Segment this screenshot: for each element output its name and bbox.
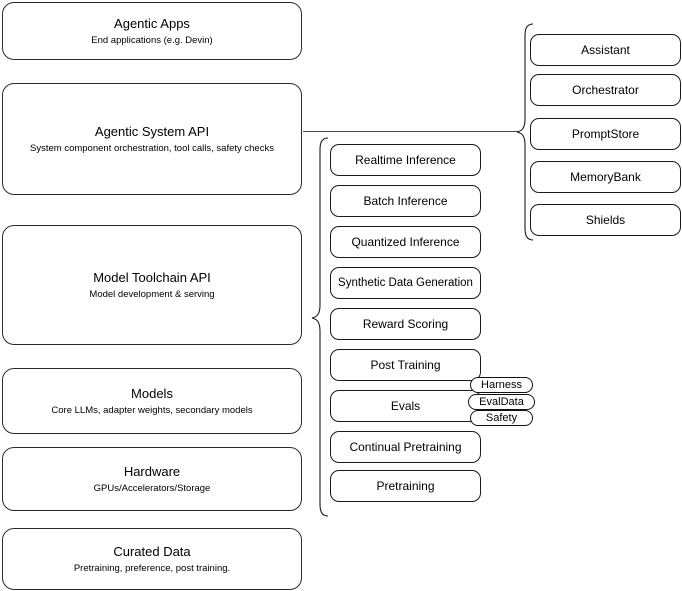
stack-layer-title: Agentic System API bbox=[94, 123, 210, 139]
evals-tag-safety[interactable]: Safety bbox=[470, 410, 533, 426]
component-orchestrator[interactable]: Orchestrator bbox=[530, 74, 681, 106]
component-memorybank[interactable]: MemoryBank bbox=[530, 161, 681, 193]
stack-layer-model-toolchain-api[interactable]: Model Toolchain API Model development & … bbox=[2, 225, 302, 345]
evals-tag-harness[interactable]: Harness bbox=[470, 377, 533, 393]
component-pretraining[interactable]: Pretraining bbox=[330, 470, 481, 502]
stack-layer-subtitle: System component orchestration, tool cal… bbox=[30, 142, 274, 154]
component-shields[interactable]: Shields bbox=[530, 204, 681, 236]
component-batch-inference[interactable]: Batch Inference bbox=[330, 185, 481, 217]
stack-layer-curated-data[interactable]: Curated Data Pretraining, preference, po… bbox=[2, 528, 302, 590]
stack-layer-models[interactable]: Models Core LLMs, adapter weights, secon… bbox=[2, 368, 302, 434]
stack-layer-subtitle: Pretraining, preference, post training. bbox=[73, 562, 231, 574]
component-quantized-inference[interactable]: Quantized Inference bbox=[330, 226, 481, 258]
evals-tag-evaldata[interactable]: EvalData bbox=[468, 394, 535, 410]
stack-layer-hardware[interactable]: Hardware GPUs/Accelerators/Storage bbox=[2, 447, 302, 511]
stack-layer-title: Model Toolchain API bbox=[93, 269, 211, 285]
component-post-training[interactable]: Post Training bbox=[330, 349, 481, 381]
component-promptstore[interactable]: PromptStore bbox=[530, 118, 681, 150]
component-synthetic-data-generation[interactable]: Synthetic Data Generation bbox=[330, 267, 481, 299]
stack-layer-subtitle: Core LLMs, adapter weights, secondary mo… bbox=[51, 404, 253, 416]
component-assistant[interactable]: Assistant bbox=[530, 34, 681, 66]
component-realtime-inference[interactable]: Realtime Inference bbox=[330, 144, 481, 176]
stack-layer-title: Curated Data bbox=[113, 543, 191, 559]
brace-toolchain-components bbox=[311, 137, 329, 517]
stack-layer-title: Hardware bbox=[123, 463, 181, 479]
stack-layer-agentic-system-api[interactable]: Agentic System API System component orch… bbox=[2, 83, 302, 195]
stack-layer-subtitle: Model development & serving bbox=[89, 288, 215, 300]
component-evals[interactable]: Evals bbox=[330, 390, 481, 422]
connector-agentic-system-to-components bbox=[303, 131, 518, 132]
stack-layer-title: Models bbox=[131, 385, 173, 401]
component-reward-scoring[interactable]: Reward Scoring bbox=[330, 308, 481, 340]
component-continual-pretraining[interactable]: Continual Pretraining bbox=[330, 431, 481, 463]
stack-layer-title: Agentic Apps bbox=[114, 15, 190, 31]
brace-agentic-components bbox=[516, 23, 534, 241]
stack-layer-subtitle: GPUs/Accelerators/Storage bbox=[93, 482, 211, 494]
stack-layer-agentic-apps[interactable]: Agentic Apps End applications (e.g. Devi… bbox=[2, 2, 302, 60]
stack-layer-subtitle: End applications (e.g. Devin) bbox=[91, 34, 213, 46]
